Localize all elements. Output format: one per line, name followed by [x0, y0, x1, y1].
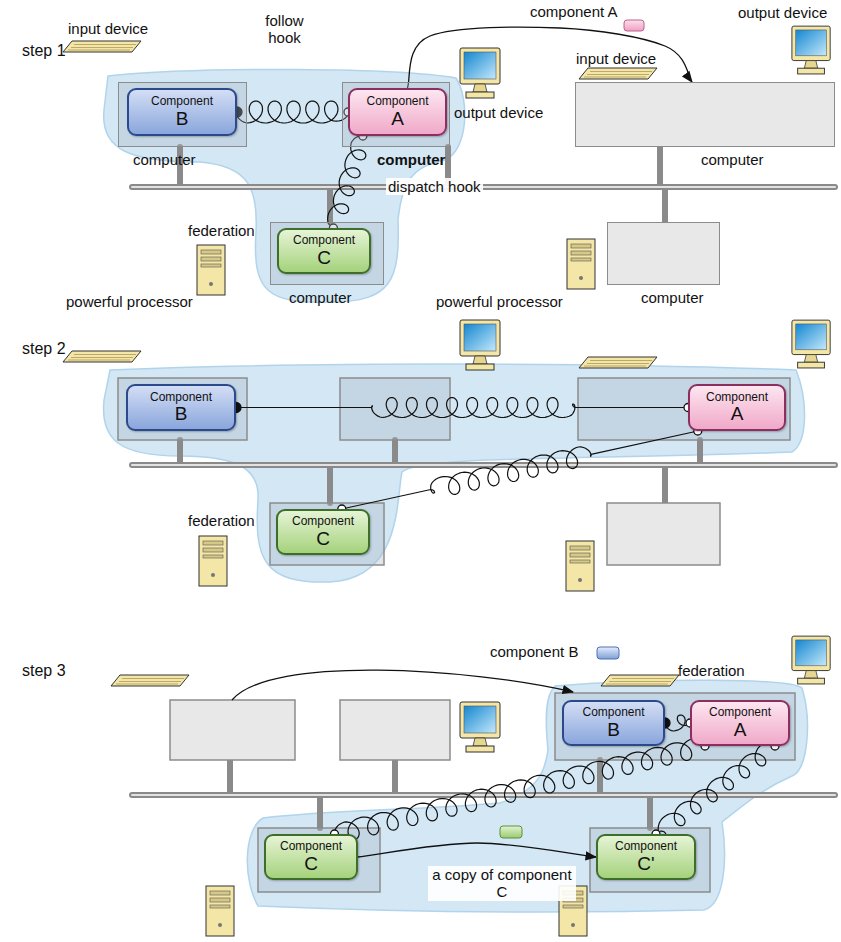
component-box: ComponentC [264, 834, 358, 880]
component-letter: C [304, 854, 318, 874]
component-box: ComponentB [126, 384, 236, 431]
computer-box: computerComponentA [342, 82, 450, 147]
component-title: Component [706, 391, 768, 404]
computer-label: computer [701, 151, 764, 168]
copy-arrow [407, 27, 692, 88]
component-letter: B [176, 109, 189, 129]
device-icon [63, 26, 830, 936]
annotation-label: powerful processor [66, 293, 193, 310]
component-letter: C [316, 529, 330, 549]
hook-coil [328, 136, 366, 228]
component-box: ComponentC [276, 509, 370, 555]
component-box: ComponentB [562, 700, 665, 746]
annotation-label: output device [738, 4, 827, 21]
component-letter: A [731, 404, 744, 424]
hook-coil [656, 744, 775, 837]
computer-box: computerComponentC [270, 222, 384, 285]
annotation-label: federation [188, 512, 255, 529]
hook-coil [342, 431, 698, 509]
component-title: Component [150, 391, 212, 404]
annotation-label: input device [576, 50, 656, 67]
component-box: ComponentC [277, 228, 371, 274]
component-title: Component [709, 706, 771, 719]
component-box: ComponentA [688, 384, 786, 431]
component-letter: A [391, 109, 404, 129]
annotation-label: component B [490, 643, 578, 660]
annotation-label: federation [188, 222, 255, 239]
component-title: Component [280, 840, 342, 853]
computer-label: computer [289, 289, 352, 306]
component-letter: A [734, 720, 747, 740]
annotation-label: powerful processor [436, 293, 563, 310]
computer-label: computer [133, 151, 196, 168]
computer-label: computer [377, 151, 445, 168]
connector-label: component A [528, 3, 620, 20]
component-letter: C [317, 248, 331, 268]
component-letter: B [175, 404, 188, 424]
hook-coil [236, 398, 688, 418]
component-title: Component [151, 95, 213, 108]
annotation-label: output device [454, 104, 543, 121]
annotation-label: input device [68, 20, 148, 37]
hook-coil [236, 101, 348, 123]
computer-box: computerComponentB [118, 82, 247, 147]
step-label: step 1 [22, 42, 66, 60]
component-box: ComponentC' [596, 834, 696, 880]
connector-label: dispatch hook [386, 178, 483, 195]
hook-coil [334, 739, 705, 840]
connector-label: follow hook [255, 12, 314, 47]
annotation-label: federation [678, 662, 745, 679]
component-letter: C' [637, 854, 654, 874]
move-arrow [232, 670, 573, 700]
connector-label: a copy of component C [428, 866, 576, 901]
computer-box: computer [575, 82, 835, 147]
component-title: Component [615, 840, 677, 853]
component-title: Component [582, 706, 644, 719]
network-bus [132, 147, 835, 828]
component-box: ComponentA [690, 700, 790, 746]
computer-box: computer [607, 222, 720, 285]
component-letter: B [607, 720, 620, 740]
step-label: step 3 [22, 662, 66, 680]
computer-box [118, 378, 795, 892]
component-box: ComponentA [348, 88, 447, 136]
computer-label: computer [641, 289, 704, 306]
step-label: step 2 [22, 340, 66, 358]
component-title: Component [366, 95, 428, 108]
copy-arrow [358, 843, 596, 857]
component-box: ComponentB [127, 88, 237, 136]
component-title: Component [293, 234, 355, 247]
component-title: Component [292, 515, 354, 528]
federation-region [104, 69, 808, 912]
